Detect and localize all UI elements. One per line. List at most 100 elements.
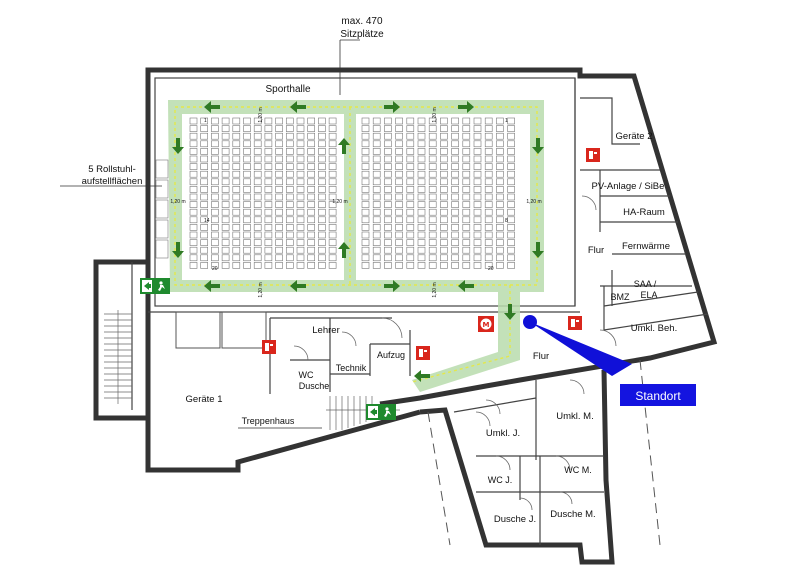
- seat: [451, 117, 459, 125]
- seat: [406, 208, 415, 216]
- seat: [318, 201, 326, 208]
- seat: [264, 254, 273, 262]
- seat: [417, 155, 426, 163]
- seat: [417, 262, 426, 269]
- seat: [296, 193, 305, 201]
- seat: [361, 239, 370, 246]
- row-number: 8: [505, 218, 508, 224]
- seat: [275, 193, 283, 201]
- seat: [395, 125, 403, 132]
- seat: [395, 208, 403, 216]
- seat: [243, 148, 251, 155]
- seat: [384, 170, 392, 178]
- seat: [496, 170, 504, 178]
- seat: [361, 140, 370, 148]
- seat: [243, 132, 251, 140]
- seat: [440, 170, 448, 178]
- seat: [496, 262, 504, 269]
- seat: [395, 117, 403, 125]
- seat: [372, 193, 381, 201]
- seat: [484, 216, 493, 224]
- seat: [406, 262, 415, 269]
- seat: [451, 155, 459, 163]
- aisle-width-label: 1,20 m: [258, 282, 264, 297]
- seat: [361, 170, 370, 178]
- seat: [264, 262, 273, 269]
- seat: [232, 254, 241, 262]
- seat: [189, 224, 198, 231]
- seat: [307, 254, 316, 262]
- seat: [462, 254, 471, 262]
- seat: [243, 170, 251, 178]
- seat: [253, 148, 262, 155]
- seat: [440, 262, 448, 269]
- seat: [318, 262, 326, 269]
- seating-block-left: [189, 117, 337, 269]
- seat: [318, 239, 326, 246]
- seat: [221, 231, 230, 239]
- escape-arrow-icon: [532, 138, 544, 154]
- seat: [200, 125, 208, 132]
- seat: [200, 193, 208, 201]
- seat: [473, 254, 482, 262]
- seat: [361, 178, 370, 186]
- seat: [361, 155, 370, 163]
- seat: [428, 201, 437, 208]
- seat: [395, 254, 403, 262]
- standort-label-box: Standort: [620, 384, 696, 406]
- seat: [440, 117, 448, 125]
- seat: [507, 148, 515, 155]
- emergency-exit-sign-icon: [366, 404, 396, 420]
- seat: [264, 170, 273, 178]
- seat: [507, 132, 515, 140]
- seat: [285, 201, 294, 208]
- seat: [232, 148, 241, 155]
- lower-middle-rooms: [175, 311, 411, 430]
- seat: [232, 201, 241, 208]
- seat: [384, 148, 392, 155]
- seat: [484, 155, 493, 163]
- seat: [473, 224, 482, 231]
- seat: [496, 186, 504, 193]
- seat: [328, 208, 337, 216]
- seat: [417, 216, 426, 224]
- seat: [372, 201, 381, 208]
- seat: [328, 262, 337, 269]
- seat: [462, 155, 471, 163]
- seat: [462, 208, 471, 216]
- seat: [462, 193, 471, 201]
- seat: [372, 163, 381, 170]
- seat: [307, 239, 316, 246]
- seat: [473, 201, 482, 208]
- seat: [361, 254, 370, 262]
- seat: [395, 170, 403, 178]
- escape-arrow-icon: [290, 280, 306, 292]
- wheelchair-label: 5 Rollstuhl-: [88, 164, 136, 175]
- seat: [232, 216, 241, 224]
- room-label-wc-j: WC J.: [488, 475, 513, 485]
- seat: [384, 254, 392, 262]
- seat: [200, 246, 208, 254]
- room-label-umkl-j: Umkl. J.: [486, 428, 520, 439]
- seat: [200, 208, 208, 216]
- seat: [496, 140, 504, 148]
- seat: [384, 140, 392, 148]
- room-label-bmz: BMZ: [611, 292, 631, 302]
- seat: [285, 193, 294, 201]
- seat: [361, 132, 370, 140]
- seat: [307, 132, 316, 140]
- seat: [232, 163, 241, 170]
- seat: [406, 117, 415, 125]
- seat: [200, 186, 208, 193]
- room-label-technik: Technik: [336, 363, 367, 373]
- seat: [189, 231, 198, 239]
- seat: [307, 208, 316, 216]
- seat: [243, 186, 251, 193]
- seat: [361, 208, 370, 216]
- seat: [253, 132, 262, 140]
- seat: [384, 186, 392, 193]
- seat: [372, 132, 381, 140]
- seat: [307, 201, 316, 208]
- seat: [384, 239, 392, 246]
- capacity-label: max. 470: [341, 16, 383, 27]
